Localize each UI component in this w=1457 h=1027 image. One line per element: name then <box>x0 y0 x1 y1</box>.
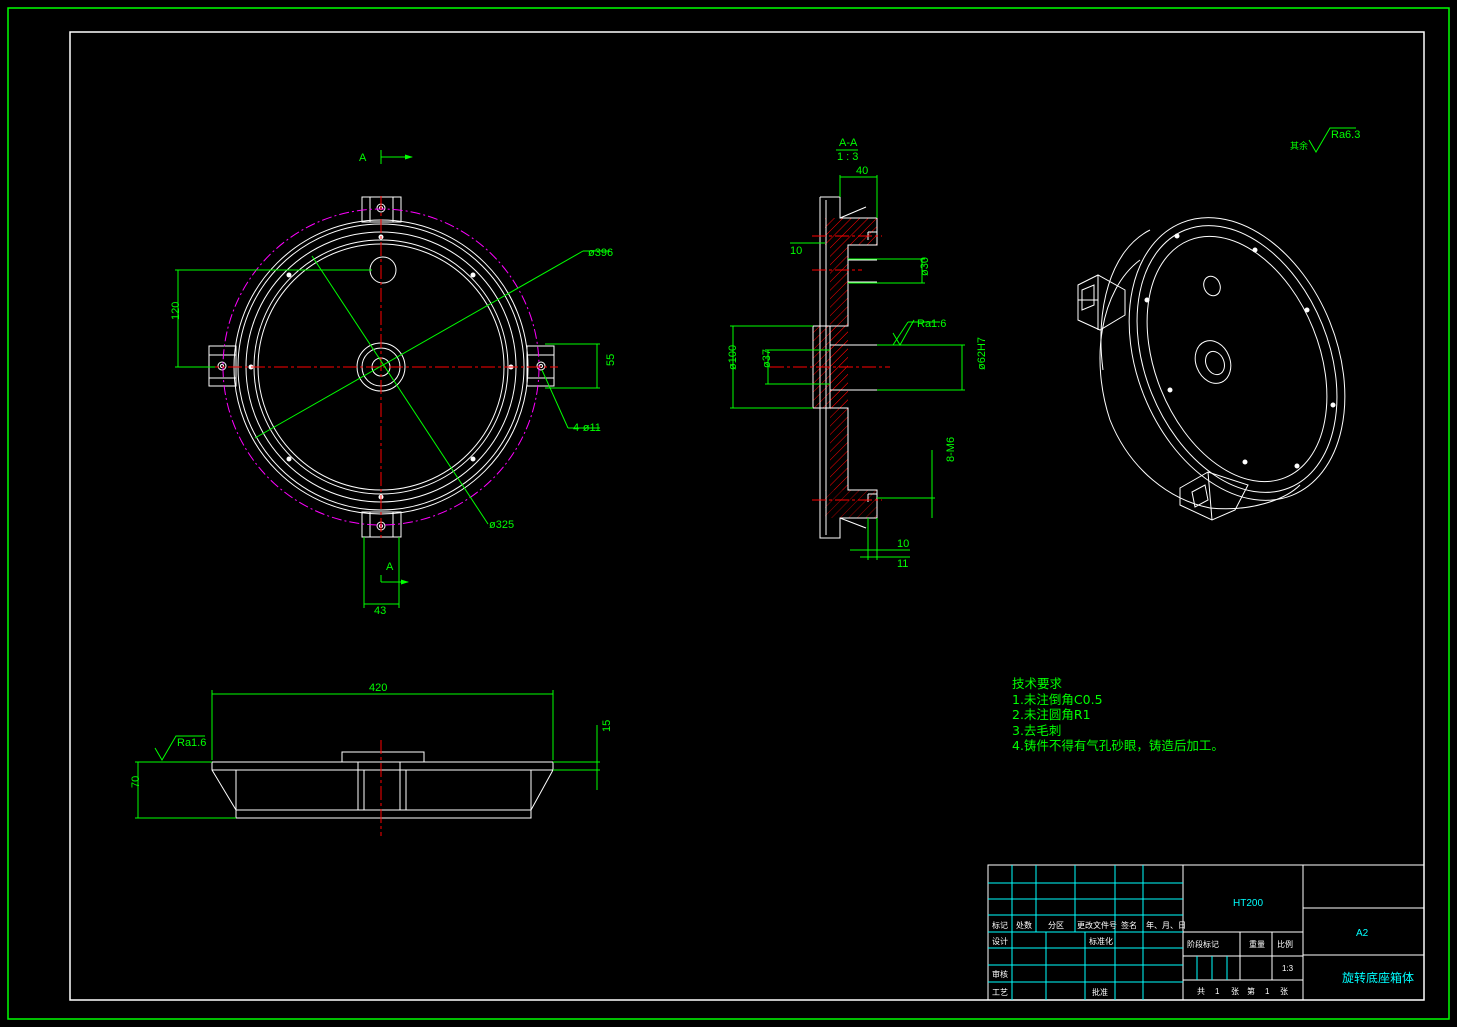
part-name: 旋转底座箱体 <box>1342 970 1414 985</box>
hdr-mark: 标记 <box>992 920 1008 930</box>
section-title: A-A <box>839 137 858 149</box>
dim-62: ø62H7 <box>976 337 988 370</box>
dim-55: 55 <box>605 354 617 366</box>
hdr-count: 处数 <box>1016 920 1032 930</box>
inner-frame <box>69 31 1425 1001</box>
ra-1-6-front: Ra1.6 <box>177 737 206 749</box>
total-num: 1 <box>1215 987 1220 996</box>
hdr-date: 年、月、日 <box>1146 920 1186 930</box>
section-mark-bottom: A <box>386 561 394 573</box>
hdr-zone: 分区 <box>1048 921 1064 930</box>
tech-item-3: 3.去毛刺 <box>1012 722 1062 738</box>
top-view-centerlines <box>205 196 558 540</box>
dim-m6: 8-M6 <box>945 437 957 462</box>
page-num: 1 <box>1265 987 1270 996</box>
hdr-sheet-2: 张 <box>1280 987 1288 996</box>
hdr-process: 工艺 <box>992 988 1008 997</box>
dim-15: 15 <box>601 720 613 732</box>
ra-1-6-section: Ra1.6 <box>917 318 946 330</box>
section-view-dims <box>730 149 965 560</box>
dim-40: 40 <box>856 165 868 177</box>
dim-11: 11 <box>897 558 908 570</box>
roughness-symbol-section <box>892 319 915 347</box>
dim-70: 70 <box>130 776 142 788</box>
roughness-prefix: 其余 <box>1290 140 1308 151</box>
ear-left <box>208 345 237 387</box>
dim-420: 420 <box>369 682 387 694</box>
hdr-standard: 标准化 <box>1089 936 1113 946</box>
hdr-ratio: 比例 <box>1277 939 1293 949</box>
tech-item-4: 4.铸件不得有气孔砂眼，铸造后加工。 <box>1012 738 1224 754</box>
sheet-size: A2 <box>1356 928 1369 939</box>
tech-requirements: 技术要求 1.未注倒角C0.5 2.未注圆角R1 3.去毛刺 4.铸件不得有气孔… <box>1012 676 1224 754</box>
scale-value: 1:3 <box>1282 964 1294 973</box>
front-view-labels: 420 Ra1.6 70 15 <box>130 682 613 788</box>
tech-item-2: 2.未注圆角R1 <box>1012 707 1091 723</box>
roughness-note: 其余 Ra6.3 <box>1290 127 1360 153</box>
dim-37: ø37 <box>761 349 773 368</box>
hdr-weight: 重量 <box>1249 939 1265 949</box>
title-block-text: 标记 处数 分区 更改文件号 签名 年、月、日 设计 标准化 审核 工艺 批准 … <box>992 920 1294 997</box>
roughness-value: Ra6.3 <box>1331 129 1360 141</box>
top-view-dims <box>175 150 610 608</box>
hdr-sign: 签名 <box>1121 920 1137 930</box>
hdr-sheet-1: 张 <box>1231 987 1239 996</box>
ear-right <box>526 345 555 387</box>
isometric-view <box>1077 217 1346 521</box>
dim-30: ø30 <box>919 257 931 276</box>
dim-10-left: 10 <box>790 245 802 257</box>
hdr-design: 设计 <box>992 936 1008 946</box>
dim-10-bottom: 10 <box>897 538 909 550</box>
top-view-labels: A 120 ø396 55 4-ø11 ø325 A 43 <box>170 152 617 617</box>
dim-4-11: 4-ø11 <box>573 422 601 434</box>
title-block-grid <box>988 865 1228 1000</box>
outer-frame <box>7 7 1450 1020</box>
front-view <box>211 751 554 819</box>
section-view-labels: A-A 1 : 3 40 10 ø30 Ra1.6 ø100 ø37 ø62H7… <box>727 137 988 570</box>
dim-100: ø100 <box>727 345 739 370</box>
hdr-change: 更改文件号 <box>1077 920 1117 930</box>
dim-325: ø325 <box>489 519 514 531</box>
dim-396: ø396 <box>588 247 613 259</box>
material: HT200 <box>1233 898 1263 909</box>
section-mark-top: A <box>359 152 367 164</box>
section-scale: 1 : 3 <box>837 151 858 163</box>
front-view-dims <box>135 690 600 819</box>
hdr-approve: 批准 <box>1092 987 1108 997</box>
section-view <box>770 196 890 539</box>
hdr-page: 第 <box>1247 986 1255 996</box>
hdr-stage: 阶段标记 <box>1187 939 1219 949</box>
tech-item-1: 1.未注倒角C0.5 <box>1012 691 1103 707</box>
hdr-review: 审核 <box>992 969 1008 979</box>
dim-120: 120 <box>170 302 182 320</box>
tech-title: 技术要求 <box>1012 676 1063 691</box>
dim-43: 43 <box>374 605 386 617</box>
hdr-total: 共 <box>1197 987 1205 996</box>
m6-holes <box>248 234 514 500</box>
